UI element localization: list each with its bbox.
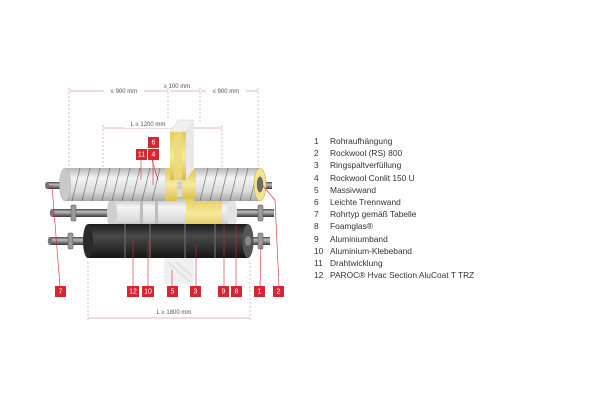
legend-number: 7 — [314, 209, 319, 220]
legend-number: 1 — [314, 136, 319, 146]
badge-5: 5 — [167, 286, 178, 297]
legend-item: 9 Aluminiumband — [314, 233, 594, 245]
dimension-left-span: ≤ 900 mm — [111, 89, 138, 95]
badge-11: 11 — [136, 149, 147, 160]
legend-item: 11 Drahtwicklung — [314, 257, 594, 269]
bottom-pipe-insulation — [83, 224, 254, 258]
svg-text:2: 2 — [277, 288, 281, 295]
svg-text:3: 3 — [194, 288, 198, 295]
legend-item: 10 Aluminium-Klebeband — [314, 245, 594, 257]
legend-item: 2 Rockwool (RS) 800 — [314, 147, 594, 159]
legend-item: 8 Foamglas® — [314, 220, 594, 232]
svg-text:8: 8 — [235, 288, 239, 295]
lightweight-partition-wall — [169, 119, 195, 180]
legend-number: 8 — [314, 221, 319, 232]
badge-10: 10 — [142, 286, 154, 297]
legend-item: 3 Ringspaltverfüllung — [314, 159, 594, 171]
badge-2: 2 — [273, 286, 284, 297]
legend-text: PAROC® Hvac Section AluCoat T TRZ — [330, 270, 475, 281]
legend-number: 3 — [314, 160, 319, 171]
legend-number: 6 — [314, 197, 319, 208]
legend-item: 12 PAROC® Hvac Section AluCoat T TRZ — [314, 269, 594, 281]
badge-4: 4 — [148, 149, 159, 160]
svg-text:4: 4 — [152, 151, 156, 158]
legend-number: 12 — [314, 270, 324, 281]
legend-number: 9 — [314, 233, 319, 244]
leader-lines — [48, 148, 280, 287]
legend-text: Aluminiumband — [330, 233, 388, 244]
number-badges: 6 11 4 7 12 10 5 3 9 8 1 2 — [55, 137, 284, 297]
svg-text:6: 6 — [152, 139, 156, 146]
pipe-hangers — [67, 204, 264, 250]
legend-text: Rohrtyp gemäß Tabelle — [330, 209, 417, 220]
svg-text:1: 1 — [258, 288, 262, 295]
dimension-middle-gap: ≥ 100 mm — [164, 84, 191, 90]
legend-text: Rockwool (RS) 800 — [330, 148, 403, 159]
badge-6: 6 — [148, 137, 159, 148]
legend-text: Aluminium-Klebeband — [330, 245, 412, 256]
legend-number: 5 — [314, 184, 319, 195]
legend-text: Rockwool Conlit 150 U — [330, 172, 415, 183]
dimension-bottom-span: L ≥ 1800 mm — [157, 310, 192, 316]
svg-text:10: 10 — [144, 288, 152, 295]
svg-text:12: 12 — [129, 288, 137, 295]
badge-8: 8 — [231, 286, 242, 297]
legend-number: 4 — [314, 172, 319, 183]
legend-text: Drahtwicklung — [330, 258, 383, 269]
legend-item: 1 Rohraufhängung — [314, 135, 594, 147]
badge-9: 9 — [218, 286, 229, 297]
dimension-labels: ≤ 900 mm ≥ 100 mm ≤ 900 mm L ≥ 1200 mm L… — [104, 84, 246, 317]
svg-text:11: 11 — [138, 151, 145, 158]
dimension-inner-span: L ≥ 1200 mm — [131, 122, 166, 128]
legend-number: 11 — [314, 258, 323, 269]
legend-text: Leichte Trennwand — [330, 197, 401, 208]
svg-text:7: 7 — [59, 288, 63, 295]
badge-1: 1 — [254, 286, 265, 297]
legend-item: 5 Massivwand — [314, 184, 594, 196]
legend-text: Foamglas® — [330, 221, 373, 232]
badge-7: 7 — [55, 286, 66, 297]
legend-number: 2 — [314, 148, 319, 159]
legend-number: 10 — [314, 245, 324, 256]
badge-3: 3 — [190, 286, 201, 297]
legend-text: Ringspaltverfüllung — [330, 160, 402, 171]
svg-text:5: 5 — [171, 288, 175, 295]
legend-item: 7 Rohrtyp gemäß Tabelle — [314, 208, 594, 220]
dimension-right-span: ≤ 900 mm — [213, 89, 240, 95]
legend-text: Massivwand — [330, 184, 377, 195]
top-pipe-insulation — [59, 167, 267, 202]
legend-item: 6 Leichte Trennwand — [314, 196, 594, 208]
badge-12: 12 — [127, 286, 139, 297]
legend-item: 4 Rockwool Conlit 150 U — [314, 172, 594, 184]
svg-text:9: 9 — [222, 288, 226, 295]
legend-text: Rohraufhängung — [330, 136, 393, 146]
legend-list: 1 Rohraufhängung 2 Rockwool (RS) 800 3 Ringsp… — [314, 135, 594, 281]
